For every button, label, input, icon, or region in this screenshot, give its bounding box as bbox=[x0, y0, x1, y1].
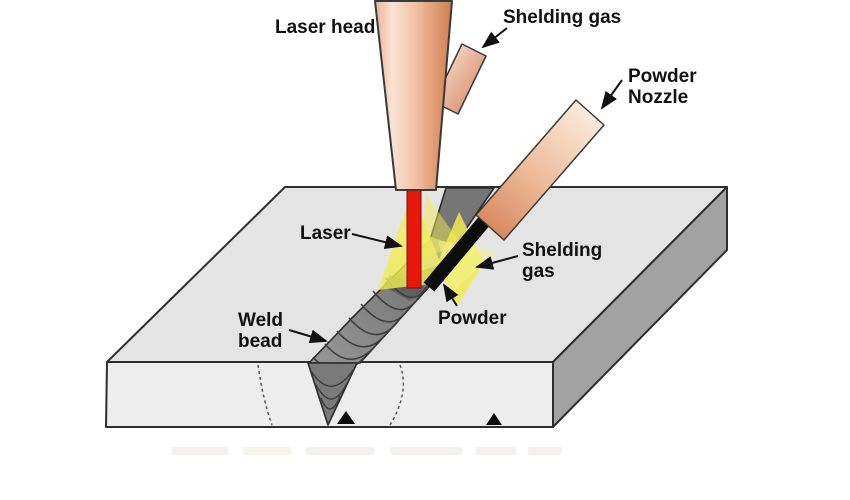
weld-bead-cross-section bbox=[307, 362, 358, 426]
weld-bead-label-line1: Weld bbox=[238, 310, 283, 331]
powder-stream bbox=[423, 214, 492, 292]
front-face-markers bbox=[337, 411, 502, 425]
marker-triangle bbox=[486, 413, 502, 425]
laser-head-nozzle bbox=[374, 0, 453, 191]
watermark-strip bbox=[172, 447, 562, 455]
shielding-gas-top-arrow bbox=[481, 27, 508, 49]
marker-triangle bbox=[337, 411, 355, 424]
shielding-gas-mid-label-line2: gas bbox=[522, 261, 555, 282]
substrate-right-face bbox=[552, 186, 728, 428]
shielding-gas-mid-label-line1: Shelding bbox=[522, 240, 602, 261]
powder-nozzle bbox=[475, 99, 605, 241]
laser-label: Laser bbox=[300, 223, 351, 244]
shielding-gas-mid-arrow bbox=[475, 255, 519, 270]
annotation-arrows bbox=[288, 27, 623, 344]
haz-dashed-curves bbox=[257, 364, 405, 426]
shielding-gas-top-label: Shelding gas bbox=[503, 7, 621, 28]
laser-head-label: Laser head bbox=[275, 17, 375, 38]
laser-beam bbox=[406, 189, 422, 289]
powder-label: Powder bbox=[438, 308, 507, 329]
weld-bead-label-line2: bead bbox=[238, 331, 282, 352]
powder-nozzle-label-line1: Powder bbox=[628, 66, 697, 87]
laser-arrow bbox=[351, 233, 403, 249]
powder-nozzle-arrow bbox=[600, 79, 623, 110]
powder-nozzle-label-line2: Nozzle bbox=[628, 87, 688, 108]
powder-arrow bbox=[442, 283, 459, 307]
weld-bead-arrow bbox=[288, 329, 328, 344]
